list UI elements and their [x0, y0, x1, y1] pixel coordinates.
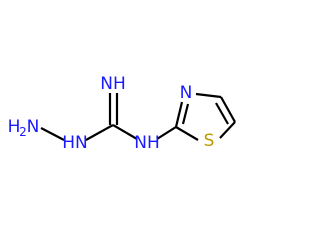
- bond-n3-c4: [195, 92, 222, 99]
- bond-c4-c5-1: [220, 96, 236, 123]
- atom-h2n-subscript: 2: [19, 125, 27, 139]
- bond-n-n: [40, 127, 65, 141]
- atom-h2n-n: N: [27, 117, 40, 137]
- bonds: [40, 92, 236, 141]
- bond-c4-c5-2: [215, 102, 229, 125]
- atom-h2n-h: H: [8, 117, 21, 137]
- bond-nh-c: [85, 124, 114, 141]
- atom-labels: H 2 N HN NH NH N S: [8, 74, 215, 153]
- bond-c5-s: [219, 121, 236, 139]
- atom-hydrazine-nh: HN: [62, 133, 88, 153]
- atom-amine-nh: NH: [134, 133, 160, 153]
- bond-s-c2: [175, 126, 199, 141]
- atom-thiazole-s: S: [204, 131, 215, 151]
- chemical-structure: H 2 N HN NH NH N S: [8, 74, 236, 153]
- bond-c2-n3-2: [181, 103, 190, 125]
- bond-nh-ring: [156, 126, 177, 140]
- bond-c2-n3-1: [174, 101, 184, 128]
- atom-thiazole-n: N: [180, 83, 193, 103]
- bond-c-nh: [112, 124, 138, 140]
- atom-imine-nh: NH: [100, 74, 126, 94]
